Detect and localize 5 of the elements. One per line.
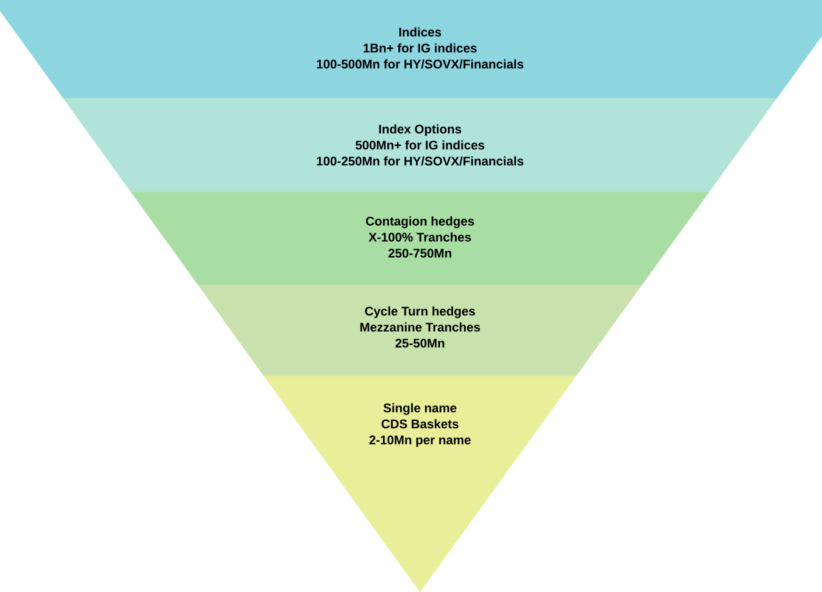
funnel-band: Cycle Turn hedges Mezzanine Tranches 25-50Mn [198,285,642,376]
funnel-band: Indices 1Bn+ for IG indices 100-500Mn for HY/SOVX/Financials [0,0,822,98]
funnel-band: Contagion hedges X-100% Tranches 250-750Mn [130,192,710,285]
funnel-band: Index Options 500Mn+ for IG indices 100-250Mn for HY/SOVX/Financials [62,98,778,192]
funnel-band: Single name CDS Baskets 2-10Mn per name [264,376,576,592]
